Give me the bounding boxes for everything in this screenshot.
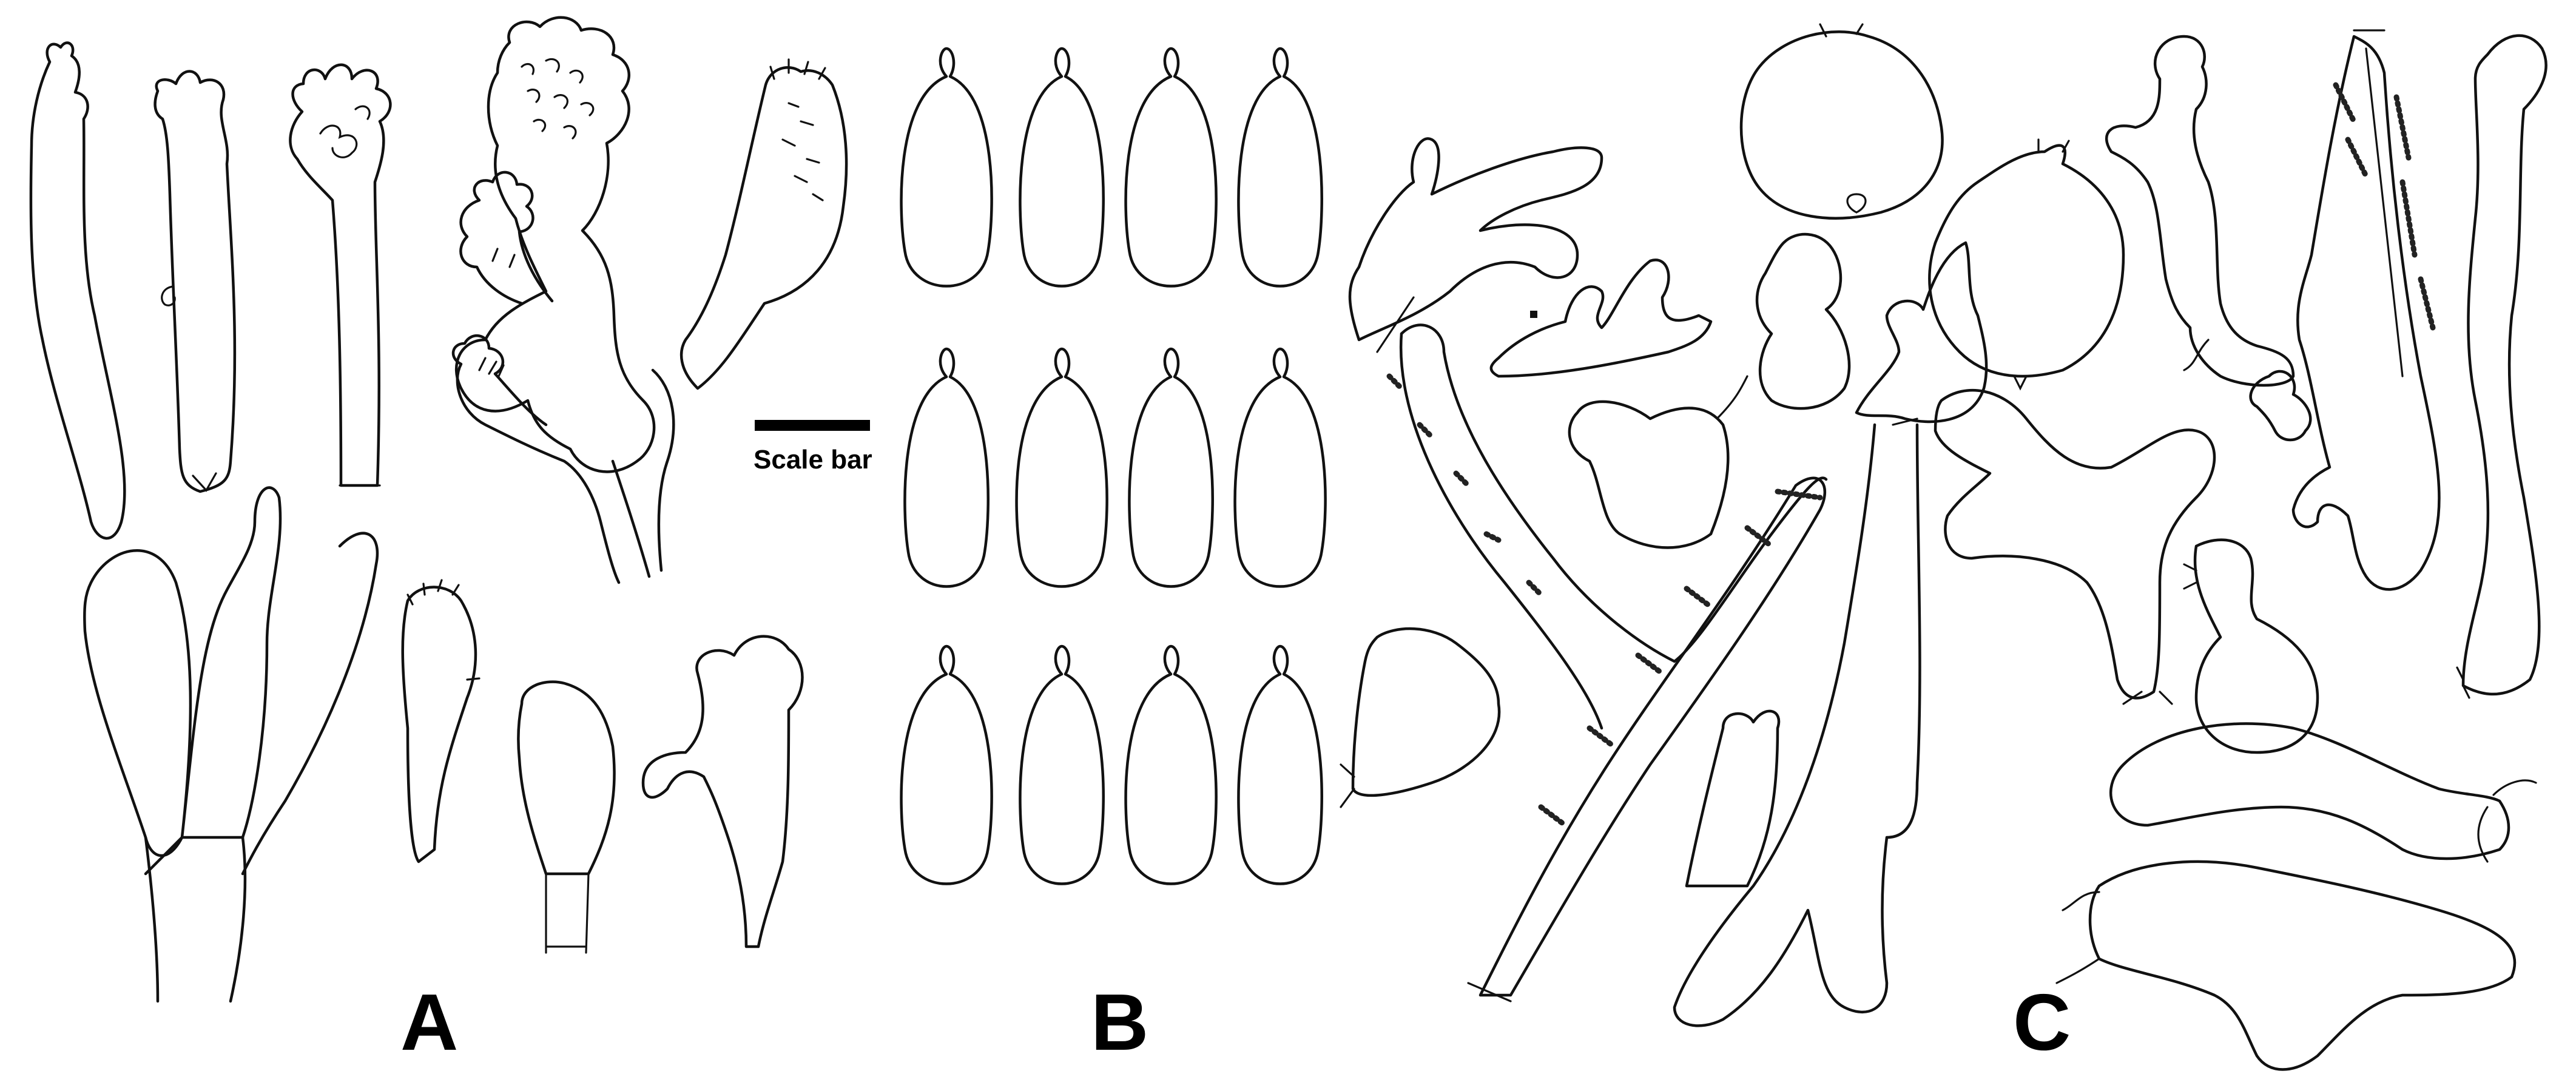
spore-r1-c4 [1237,47,1323,288]
spore-r1-c1 [900,47,993,288]
spore-r1-c2 [1019,47,1105,288]
panel-a-cell-3 [289,63,392,487]
panel-b-spores [900,47,1327,885]
panel-a-cell-1 [29,41,126,540]
panel-a-cell-3-lobes [319,105,371,158]
panel-c-triangle-septum [1340,763,1355,808]
panel-c-twisted-cell [2193,370,2319,754]
panel-c-central [1855,241,1988,424]
panel-c-rod-2 [1479,476,1827,997]
panel-c-triangle-cell [1351,627,1501,797]
panel-c-rod-1 [1400,323,1828,663]
panel-a-bottom-cell-1-spines [406,579,480,681]
panel-a-bottom-pair [83,486,282,857]
panel-c-wavy-hypha-septum [2456,666,2470,699]
panel-a-cell-4-spines [769,58,826,201]
panel-c-branch-1-septum [1376,296,1415,353]
panel-c-blob-1-septum [1716,375,1748,420]
panel-c-elongated-septum [2477,779,2537,863]
spore-r3-c4 [1237,644,1323,885]
panel-c-cyl-small [1685,709,1781,888]
panel-a-cell-2 [153,70,237,493]
panel-c-rod-2-base [1467,982,1512,1002]
panel-a-cluster-lower-2 [451,334,621,584]
spore-r3-c1 [900,644,993,885]
panel-c-tall-hypha-deposits [2333,82,2436,331]
panel-a-bottom-cell-2-base [545,873,590,954]
panel-c-tall-hypha [2291,35,2441,591]
spore-r2-c3 [1128,347,1214,588]
panel-a-cluster-head [454,16,656,473]
panel-a-bottom-cell-2 [517,680,616,876]
panel-c-elongated-bottom [2088,860,2517,1071]
panel-a-bottom-stalk [144,836,247,1003]
panel-a-cell-4 [679,66,848,390]
scale-bar: Scale bar [754,420,872,475]
panel-a-cell-2-notch [161,285,176,306]
panel-c-vesicle [1928,144,2125,378]
panel-label-b: B [1091,978,1148,1067]
spore-r3-c3 [1124,644,1218,885]
panel-c-wavy-hypha [2461,34,2547,696]
panel-c-elongated-bottom-septum [2055,891,2100,984]
spore-r3-c2 [1019,644,1105,885]
panel-a-bottom-cell-1 [401,586,477,863]
panel-c-round-cell-stalk [1819,23,1864,38]
panel-c-hand-cell [1489,258,1713,378]
panel-c-central-septum [1892,417,1918,426]
panel-a-bottom-tail [241,532,379,876]
scale-bar-label: Scale bar [754,445,872,475]
panel-a-drawings [29,16,848,1003]
panel-c-lobed-cell [1755,232,1851,410]
spore-r1-c3 [1124,47,1218,288]
panel-c-coral-cell [2105,35,2295,387]
panel-label-c: C [2013,978,2071,1067]
panel-a-cluster-hatch [478,248,516,377]
spore-r2-c2 [1015,347,1108,588]
panel-a-cluster-lower [459,171,554,305]
panel-c-twisted-septum [2183,563,2197,590]
panel-c-round-cell-clamp [1846,193,1867,214]
panel-label-a: A [400,978,458,1067]
panel-c-rod-2-deposits [1538,488,1823,828]
panel-c-four-arm-septum [2122,691,2173,705]
spore-r2-c1 [903,347,990,588]
panel-a-cluster-ornament [521,58,595,140]
panel-c-coral-septum [2183,339,2210,371]
panel-c-rod-1-edge [1399,332,1603,730]
panel-c-dot [1530,311,1537,318]
panel-c-drawings [1340,23,2547,1071]
panel-c-tall-hypha-inner [2353,29,2404,377]
spore-r2-c4 [1233,347,1327,588]
panel-a-bottom-cell-3 [641,635,804,948]
panel-c-round-cell [1739,30,1944,220]
panel-c-blob-1 [1568,400,1730,549]
panel-c-rod-1-deposits [1386,373,1544,598]
panel-a-cluster-stalk [611,368,675,578]
panel-c-central-trunk [1673,423,1921,1027]
panel-c-four-arm [1934,388,2216,700]
scale-bar-line [755,420,870,431]
panel-c-branch-1 [1348,137,1603,342]
panel-c-vesicle-notch [2013,138,2070,391]
panel-a-cell-2-base [192,472,217,492]
panel-c-elongated-top [2109,722,2510,860]
